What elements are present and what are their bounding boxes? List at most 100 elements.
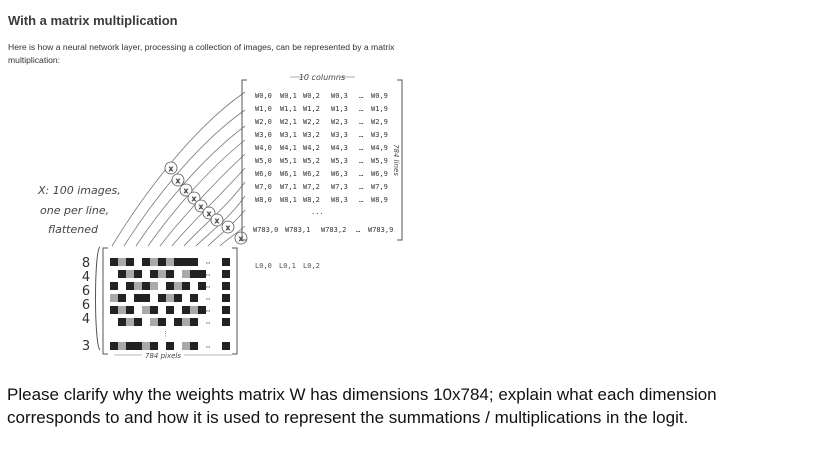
svg-text:⋮: ⋮: [162, 330, 169, 338]
svg-text:W6,3: W6,3: [331, 170, 348, 178]
question-text: Please clarify why the weights matrix W …: [7, 385, 717, 427]
svg-text:x: x: [207, 210, 211, 218]
svg-text:W7,1: W7,1: [280, 183, 297, 191]
svg-text:⋯: ⋯: [206, 307, 211, 315]
svg-text:W5,3: W5,3: [331, 157, 348, 165]
svg-text:W6,9: W6,9: [371, 170, 388, 178]
svg-text:…: …: [359, 183, 363, 191]
svg-text:W1,9: W1,9: [371, 105, 388, 113]
weight-row-8: W8,0 W8,1 W8,2 W8,3 … W8,9: [255, 196, 388, 204]
svg-text:flattened: flattened: [48, 223, 99, 236]
svg-text:⋯: ⋯: [206, 271, 211, 279]
weight-row-1: W1,0 W1,1 W1,2 W1,3 … W1,9: [255, 105, 388, 113]
svg-text:…: …: [359, 144, 363, 152]
svg-text:W7,9: W7,9: [371, 183, 388, 191]
svg-text:W5,9: W5,9: [371, 157, 388, 165]
svg-text:8: 8: [82, 256, 90, 271]
svg-text:4: 4: [82, 270, 90, 285]
svg-text:x: x: [192, 195, 196, 203]
svg-text:W1,3: W1,3: [331, 105, 348, 113]
svg-text:…: …: [359, 157, 363, 165]
svg-text:W2,1: W2,1: [280, 118, 297, 126]
matrix-multiplication-diagram: x x x x x x x x x 10 columns 784 lines W…: [37, 73, 403, 360]
svg-text:W2,0: W2,0: [255, 118, 272, 126]
svg-text:W4,3: W4,3: [331, 144, 348, 152]
svg-text:…: …: [359, 196, 363, 204]
svg-text:⋯: ⋯: [206, 295, 211, 303]
svg-text:⋯: ⋯: [206, 319, 211, 327]
pixel-grid: ⋯ ⋯ ⋯ ⋯ ⋯ ⋯ ⋯ ⋮: [110, 258, 230, 351]
svg-text:X: 100 images,: X: 100 images,: [37, 184, 121, 197]
svg-text:W6,0: W6,0: [255, 170, 272, 178]
svg-text:x: x: [215, 217, 219, 225]
svg-text:…: …: [359, 131, 363, 139]
svg-text:W8,1: W8,1: [280, 196, 297, 204]
svg-text:W8,9: W8,9: [371, 196, 388, 204]
columns-label: 10 columns: [299, 73, 345, 82]
svg-text:…: …: [359, 105, 363, 113]
svg-text:W8,2: W8,2: [303, 196, 320, 204]
svg-text:W1,2: W1,2: [303, 105, 320, 113]
svg-text:W5,0: W5,0: [255, 157, 272, 165]
svg-text:W4,0: W4,0: [255, 144, 272, 152]
weight-row-7: W7,0 W7,1 W7,2 W7,3 … W7,9: [255, 183, 388, 191]
svg-text:4: 4: [82, 312, 90, 327]
svg-text:L0,1: L0,1: [279, 262, 296, 270]
weight-row-5: W5,0 W5,1 W5,2 W5,3 … W5,9: [255, 157, 388, 165]
svg-text:W4,2: W4,2: [303, 144, 320, 152]
multiply-nodes: x x x x x x x x x: [164, 161, 248, 245]
svg-text:…: …: [359, 118, 363, 126]
weight-row-4: W4,0 W4,1 W4,2 W4,3 … W4,9: [255, 144, 388, 152]
svg-text:W3,9: W3,9: [371, 131, 388, 139]
svg-text:L0,0: L0,0: [255, 262, 272, 270]
svg-text:W2,2: W2,2: [303, 118, 320, 126]
svg-text:W8,3: W8,3: [331, 196, 348, 204]
svg-text:3: 3: [82, 339, 90, 354]
svg-text:W3,3: W3,3: [331, 131, 348, 139]
svg-text:W7,2: W7,2: [303, 183, 320, 191]
svg-text:L0,2: L0,2: [303, 262, 320, 270]
svg-text:W4,9: W4,9: [371, 144, 388, 152]
section-heading: With a matrix multiplication: [8, 13, 178, 28]
svg-text:x: x: [199, 203, 203, 211]
svg-text:…: …: [359, 92, 363, 100]
svg-text:…: …: [356, 226, 360, 234]
svg-text:W7,0: W7,0: [255, 183, 272, 191]
svg-text:W3,0: W3,0: [255, 131, 272, 139]
svg-text:W7,3: W7,3: [331, 183, 348, 191]
svg-text:W783,9: W783,9: [368, 226, 393, 234]
svg-text:…: …: [359, 170, 363, 178]
svg-text:W6,1: W6,1: [280, 170, 297, 178]
svg-text:W6,2: W6,2: [303, 170, 320, 178]
svg-text:W2,3: W2,3: [331, 118, 348, 126]
svg-text:W4,1: W4,1: [280, 144, 297, 152]
weight-row-6: W6,0 W6,1 W6,2 W6,3 … W6,9: [255, 170, 388, 178]
svg-text:⋯: ⋯: [206, 343, 211, 351]
svg-text:x: x: [169, 165, 173, 173]
lines-label: 784 lines: [392, 144, 400, 176]
svg-text:W783,1: W783,1: [285, 226, 310, 234]
svg-text:x: x: [184, 187, 188, 195]
svg-text:W8,0: W8,0: [255, 196, 272, 204]
svg-text:W0,1: W0,1: [280, 92, 297, 100]
svg-text:⋯: ⋯: [206, 259, 211, 267]
svg-text:6: 6: [82, 284, 90, 299]
pixels-label: 784 pixels: [145, 352, 181, 360]
svg-text:W3,1: W3,1: [280, 131, 297, 139]
svg-text:x: x: [176, 177, 180, 185]
svg-text:W1,0: W1,0: [255, 105, 272, 113]
svg-text:W0,2: W0,2: [303, 92, 320, 100]
svg-text:W0,0: W0,0: [255, 92, 272, 100]
svg-text:W5,1: W5,1: [280, 157, 297, 165]
svg-text:⋯: ⋯: [206, 283, 211, 291]
svg-text:W1,1: W1,1: [280, 105, 297, 113]
x-label: X: 100 images, one per line, flattened: [37, 184, 121, 236]
intro-text: Here is how a neural network layer, proc…: [8, 42, 395, 65]
svg-text:W5,2: W5,2: [303, 157, 320, 165]
vertical-ellipsis: ...: [311, 208, 324, 216]
svg-text:W0,3: W0,3: [331, 92, 348, 100]
